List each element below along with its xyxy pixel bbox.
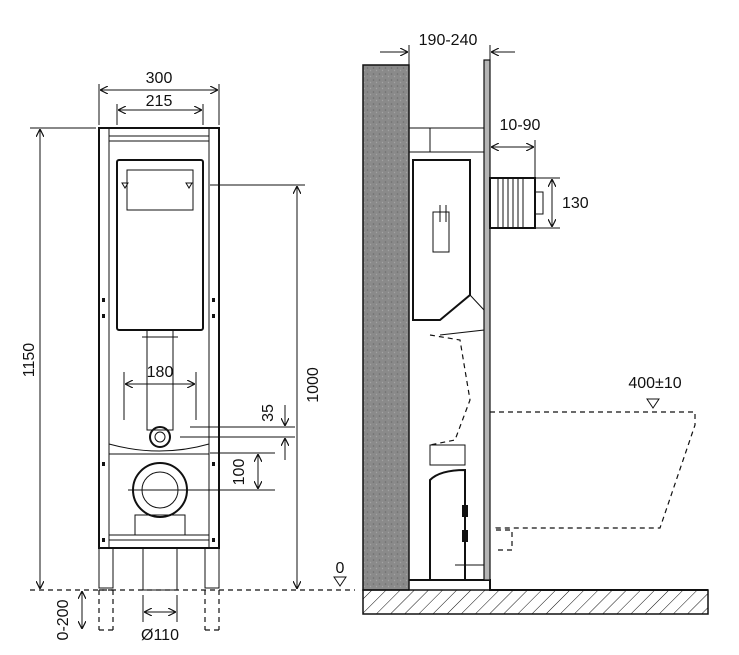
frame-legs (98, 547, 220, 631)
wall-section (362, 64, 410, 591)
dim-bowl-height: 400±10 (628, 375, 681, 392)
dim-bolt-spacing: 180 (147, 364, 174, 381)
dim-wall-gap: 190-240 (419, 32, 478, 49)
dim-outlet-offset: 100 (231, 459, 248, 486)
front-view: 300 215 1150 1000 180 35 100 0-200 (21, 70, 355, 644)
dim-height-frame: 1000 (305, 367, 322, 403)
dim-leg-adjust: 0-200 (55, 599, 72, 640)
frame-holes (102, 298, 215, 542)
flush-button (489, 177, 544, 229)
dim-floor-level: 0 (336, 560, 345, 577)
toilet-bowl-outline (490, 411, 696, 530)
side-view: 190-240 10-90 130 400±10 0 (333, 32, 709, 615)
frame-profile (408, 127, 485, 581)
dim-height-total: 1150 (21, 343, 38, 378)
dim-width-inner: 215 (146, 93, 173, 110)
frame-inner (108, 127, 210, 549)
floor-section (362, 589, 709, 615)
dim-drain-diameter: Ø110 (141, 627, 179, 644)
dim-inlet-offset: 35 (260, 404, 277, 422)
front-panel (483, 59, 491, 581)
drain-pipe (142, 547, 178, 591)
dim-button-height: 130 (562, 195, 589, 212)
inlet-fitting (149, 426, 171, 448)
dim-button-depth: 10-90 (500, 117, 541, 134)
dim-width-outer: 300 (146, 70, 173, 87)
